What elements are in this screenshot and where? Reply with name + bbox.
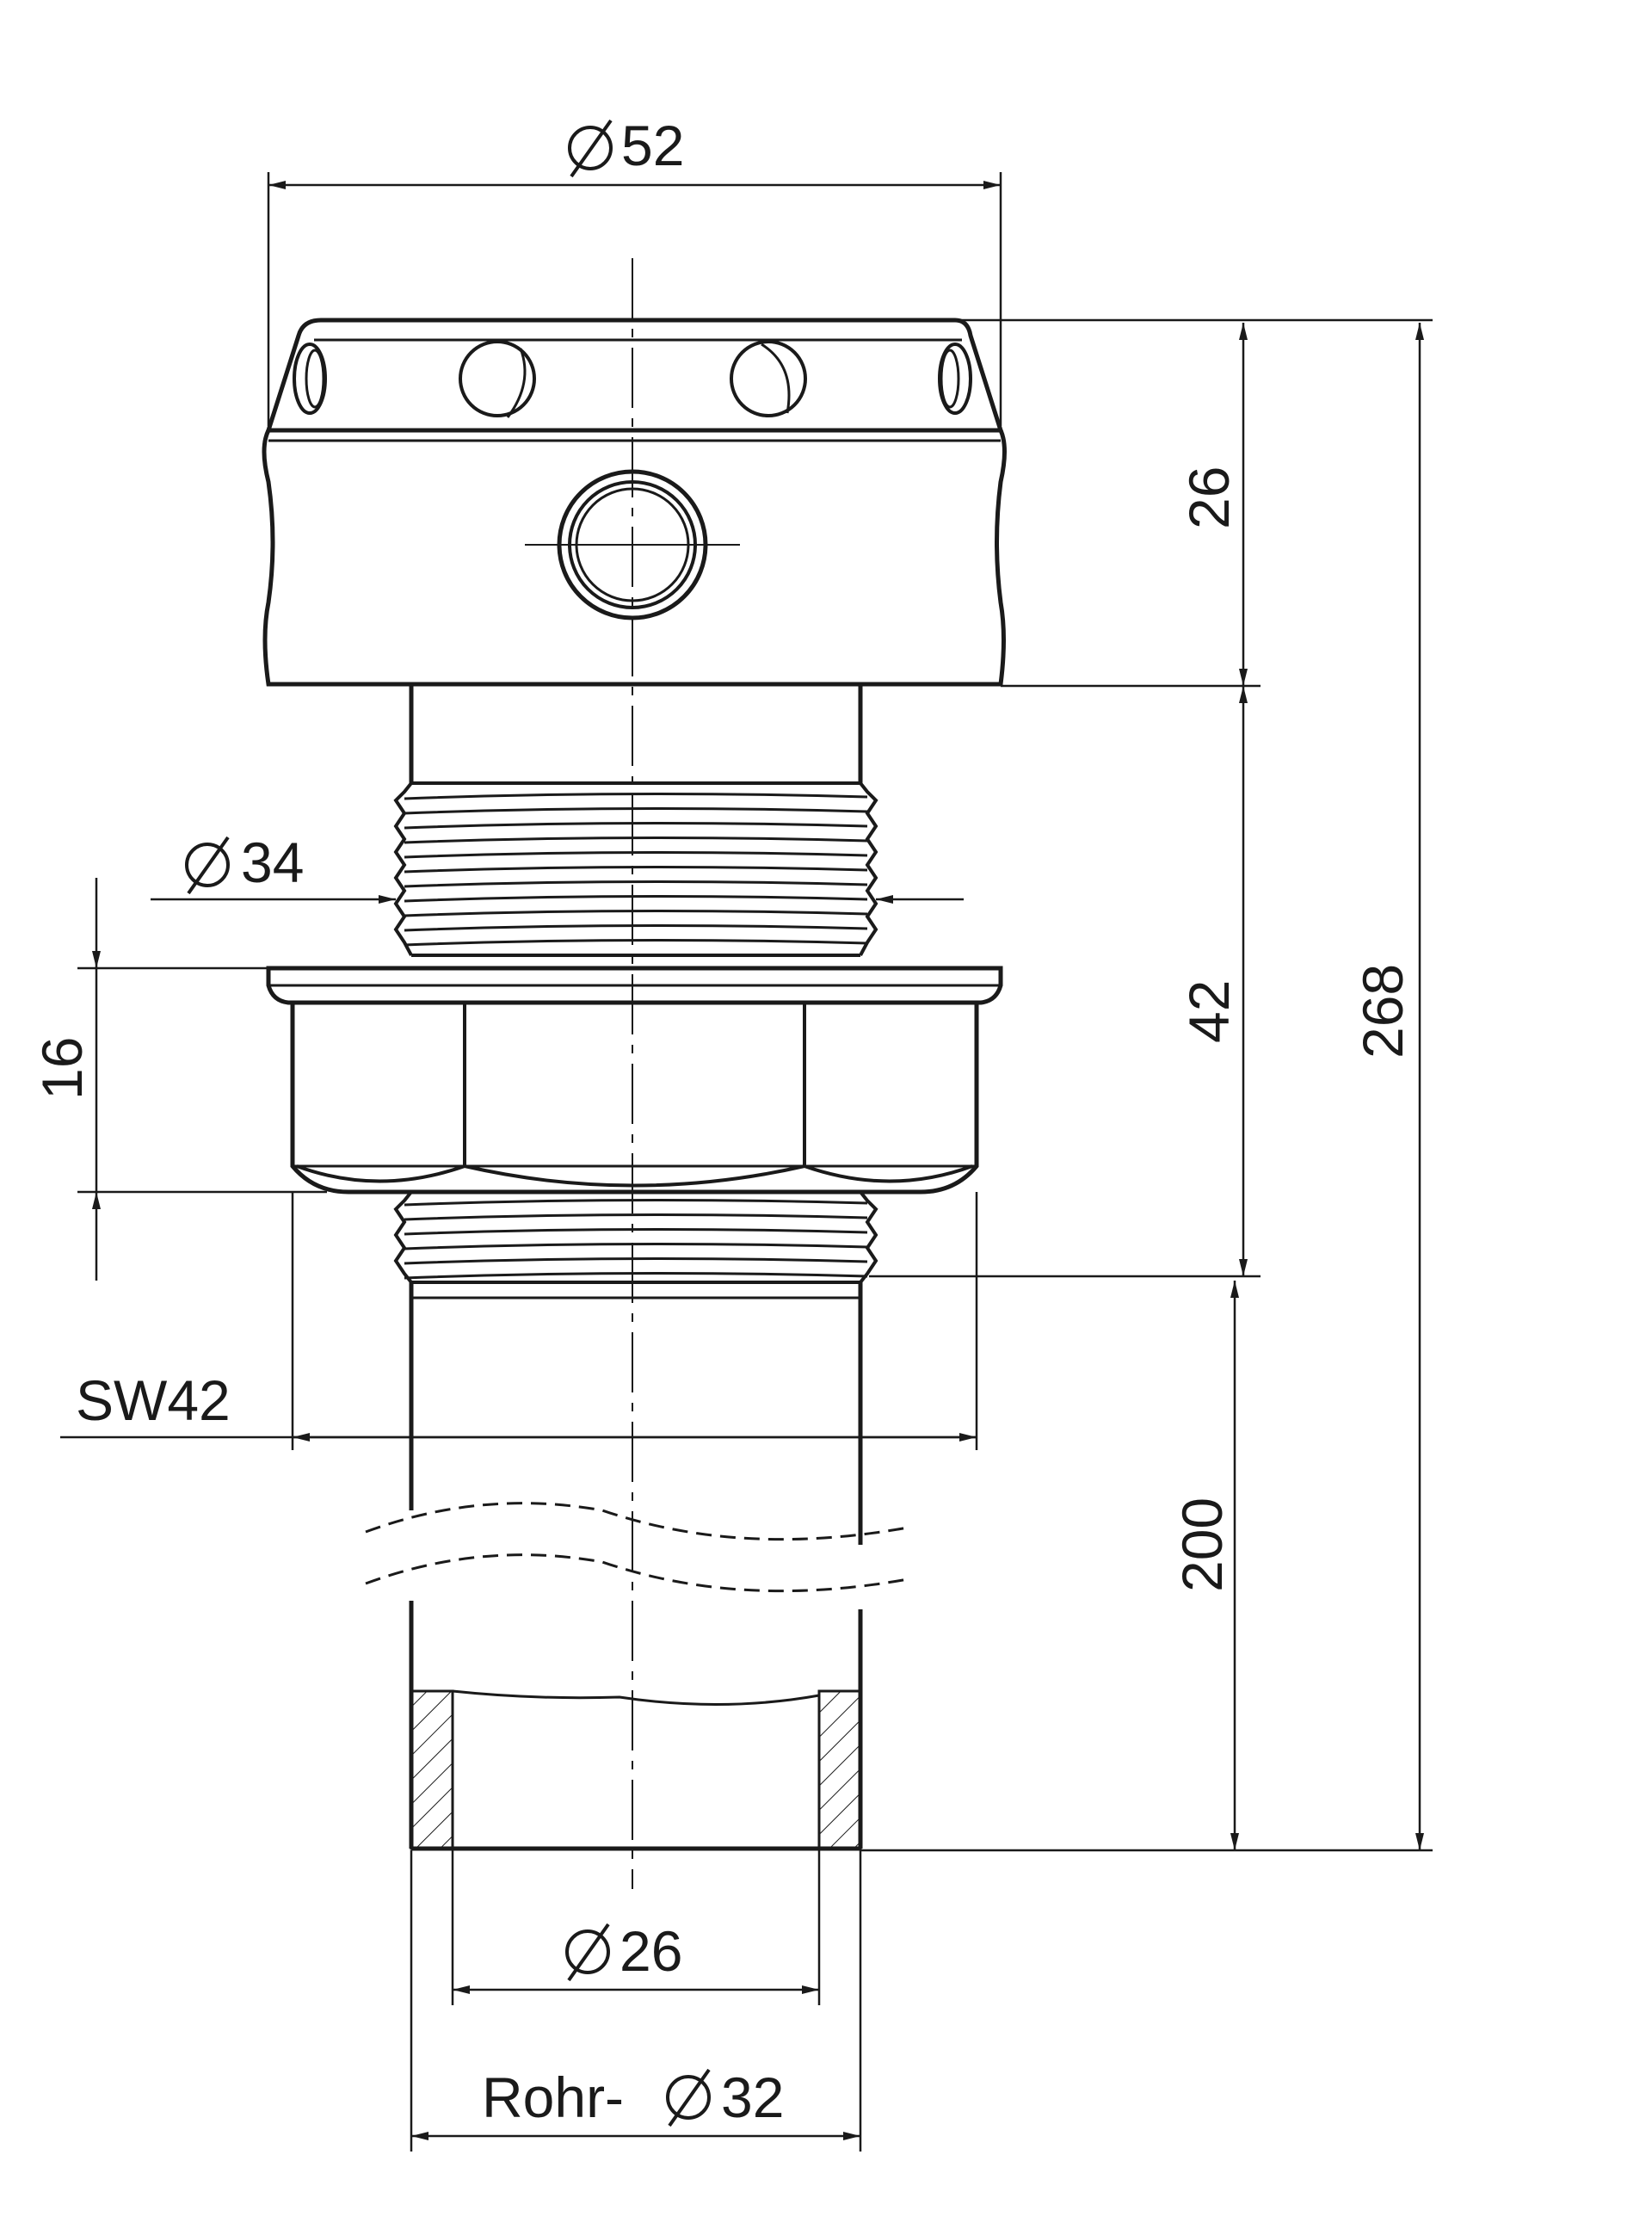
radial-hole (730, 340, 807, 417)
section-hatch (817, 1689, 862, 1850)
dimension-height-tube: 200 (1170, 1281, 1239, 1850)
dimension-tube-diameter: Rohr- 32 (410, 1850, 862, 2152)
dimension-wrench-size: SW42 (60, 1192, 978, 1450)
height-nut-label: 16 (30, 1037, 94, 1100)
diameter-icon (568, 119, 613, 178)
height-head-label: 26 (1177, 466, 1241, 529)
height-thread-label: 42 (1177, 980, 1241, 1043)
dimension-top-diameter: 52 (267, 114, 1002, 426)
wrench-size-label: SW42 (76, 1368, 231, 1432)
head-cap (262, 318, 1007, 687)
dimension-height-nut: 16 (30, 878, 327, 1281)
thread-diameter-label: 34 (241, 830, 304, 894)
dimension-inner-diameter: 26 (451, 1850, 821, 2005)
top-diameter-label: 52 (621, 114, 684, 177)
radial-hole (459, 340, 536, 418)
front-bore (525, 469, 740, 620)
dimension-thread-diameter: 34 (151, 830, 964, 904)
height-tube-label: 200 (1170, 1497, 1234, 1592)
radial-hole (938, 343, 972, 415)
neck (409, 684, 863, 783)
height-total-label: 268 (1351, 964, 1415, 1059)
break-line (365, 1502, 909, 1541)
washer (266, 966, 1003, 1005)
section-hatch (410, 1689, 454, 1850)
diameter-icon (185, 836, 230, 895)
diameter-icon (565, 1923, 610, 1982)
inner-diameter-label: 26 (620, 1919, 682, 1983)
lower-thread (393, 1190, 878, 1300)
upper-thread (393, 781, 878, 957)
dimension-height-total: 268 (860, 323, 1433, 1852)
hex-nut (290, 1000, 979, 1195)
tube-diameter-prefix: Rohr- (482, 2065, 624, 2129)
radial-hole (293, 343, 327, 415)
diameter-icon (666, 2068, 711, 2127)
break-line (365, 1553, 909, 1593)
tube-diameter-label: 32 (721, 2065, 784, 2129)
dimension-height-thread: 42 (869, 686, 1261, 1278)
dimension-height-head: 26 (955, 318, 1433, 688)
tube (365, 1282, 909, 1851)
